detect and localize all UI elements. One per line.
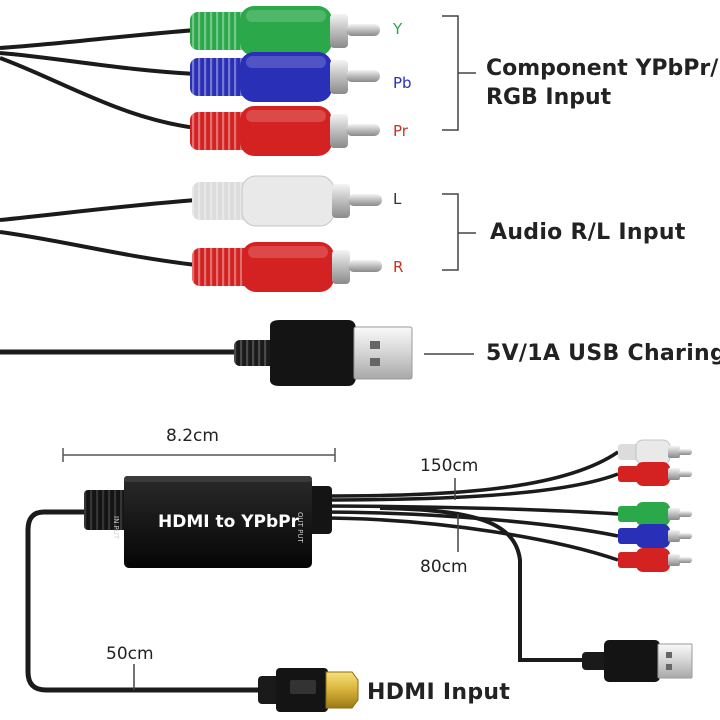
- width-label: 8.2cm: [166, 426, 219, 446]
- l-label: L: [393, 190, 402, 208]
- l-plug: [192, 175, 382, 227]
- pr-label: Pr: [393, 122, 408, 140]
- small-white-plug: [618, 439, 692, 465]
- usb-cable: [0, 320, 413, 386]
- audio-input-label: Audio R/L Input: [490, 220, 686, 245]
- len150-label: 150cm: [420, 456, 479, 476]
- len80-label: 80cm: [420, 557, 468, 577]
- pb-plug: [190, 52, 380, 102]
- y-plug: [190, 6, 380, 56]
- small-blue-plug: [618, 524, 692, 548]
- r-plug: [192, 242, 382, 292]
- component-bracket: [442, 15, 476, 131]
- small-green-plug: [618, 502, 692, 526]
- audio-bracket: [442, 193, 476, 271]
- small-usb-plug: [582, 640, 693, 682]
- small-red-plug-video: [618, 548, 692, 572]
- len50-label: 50cm: [106, 644, 154, 664]
- output-cable-bundle: [317, 450, 619, 562]
- hdmi-input-label: HDMI Input: [367, 680, 511, 705]
- component-input-line1: Component YPbPr/: [486, 56, 719, 81]
- box-input-mark: IN PUT: [112, 516, 120, 540]
- hdmi-plug: [258, 668, 359, 712]
- converter-box: [84, 476, 332, 568]
- pb-label: Pb: [393, 74, 412, 92]
- width-dimension: [62, 448, 336, 462]
- rca-cables: [0, 28, 197, 267]
- component-input-line2: RGB Input: [486, 85, 612, 110]
- usb-charging-label: 5V/1A USB Charing: [486, 341, 720, 366]
- component-input-label: Component YPbPr/ RGB Input: [486, 54, 718, 112]
- y-label: Y: [393, 20, 403, 38]
- usb-branch-cable: [379, 506, 606, 662]
- r-label: R: [393, 258, 404, 276]
- hdmi-cable: [25, 509, 262, 693]
- box-title: HDMI to YPbPr: [158, 512, 300, 532]
- pr-plug: [190, 106, 380, 156]
- box-output-mark: OUT PUT: [296, 512, 304, 543]
- small-red-plug-audio: [618, 462, 692, 486]
